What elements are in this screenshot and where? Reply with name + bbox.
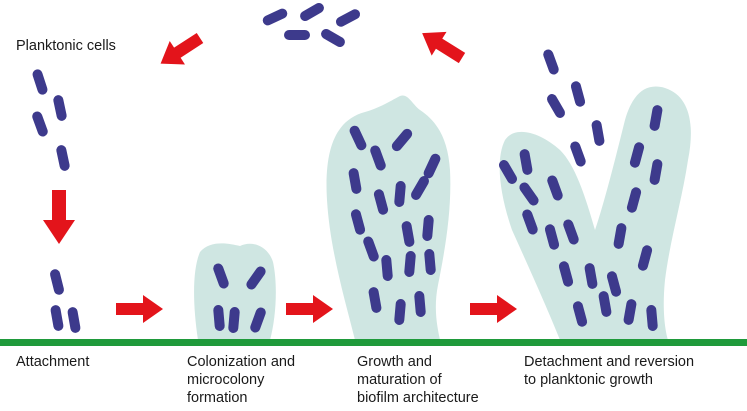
bacterium	[67, 307, 81, 333]
bacterium	[424, 249, 436, 275]
planktonic-cells	[32, 69, 70, 171]
arrow-right-icon	[470, 295, 517, 323]
bacterium	[32, 69, 48, 95]
bacterium	[50, 305, 64, 331]
arrow-down-icon	[43, 190, 75, 244]
bacterium	[414, 291, 426, 317]
bacterium	[350, 209, 366, 235]
bacterium	[373, 189, 389, 215]
bacterium	[423, 153, 441, 179]
bacterium	[629, 142, 645, 168]
planktonic-cells-label: Planktonic cells	[16, 38, 116, 54]
bacterium	[404, 251, 416, 277]
bacterium	[53, 95, 67, 121]
arrow-up-left-icon	[160, 32, 204, 65]
arrow-right-icon	[116, 295, 163, 323]
bacterium	[213, 263, 229, 289]
bacterium	[563, 219, 579, 245]
bacterium	[32, 111, 48, 137]
bacterium	[626, 187, 642, 213]
bacterium	[543, 49, 559, 75]
detached-cells-top	[262, 3, 361, 47]
bacterium	[646, 305, 658, 331]
maturation-label: Growth and maturation of biofilm archite…	[357, 354, 479, 406]
bacterium	[284, 30, 310, 40]
bacterium	[613, 223, 627, 249]
bacterium	[499, 160, 517, 184]
bacterium	[570, 141, 586, 167]
bacterium	[381, 255, 393, 281]
bacterium	[321, 29, 345, 47]
bacterium	[363, 236, 379, 262]
bacterium	[519, 149, 533, 175]
bacterium	[56, 145, 70, 171]
bacterium	[598, 291, 612, 317]
bacterium	[558, 261, 574, 287]
bacterium	[637, 245, 653, 271]
bacterium	[411, 176, 429, 200]
detachment-label: Detachment and reversion to planktonic g…	[524, 354, 695, 388]
bacterium	[50, 269, 64, 295]
bacterium	[368, 287, 382, 313]
bacterium	[335, 9, 361, 27]
microcolony-cells	[213, 263, 266, 333]
bacterium	[623, 299, 637, 325]
bacterium	[349, 125, 367, 151]
bacterium	[584, 263, 598, 289]
bacterium	[522, 209, 538, 235]
bacterium	[228, 307, 240, 333]
bacterium	[519, 182, 539, 206]
bacterium	[213, 305, 225, 331]
bacterium	[547, 175, 563, 201]
bacterium	[649, 105, 663, 131]
attached-cells	[50, 269, 81, 333]
arrow-up-left-icon	[422, 31, 466, 64]
bacterium	[246, 266, 266, 290]
bacterium	[401, 221, 415, 247]
bacterium	[422, 215, 434, 241]
mature-biofilm-cells	[348, 125, 441, 325]
attachment-label: Attachment	[16, 354, 90, 370]
bacterium	[544, 224, 560, 250]
bacterium	[570, 81, 586, 107]
colonization-label: Colonization and microcolony formation	[187, 354, 296, 406]
bacterium	[591, 120, 605, 146]
bacterium	[547, 94, 565, 118]
mature-biofilm-matrix	[326, 95, 451, 341]
bacterium	[394, 299, 406, 325]
bacterium	[348, 168, 362, 194]
arrow-right-icon	[286, 295, 333, 323]
substrate-surface	[0, 339, 747, 346]
bacterium	[394, 181, 406, 207]
bacterium	[649, 159, 663, 185]
bacterium	[250, 307, 266, 333]
bacterium	[572, 301, 588, 327]
bacterium	[606, 271, 622, 297]
bacterium	[300, 3, 324, 21]
bacterium	[391, 128, 413, 152]
bacterium	[262, 8, 288, 26]
detaching-biofilm-cells	[499, 49, 663, 331]
bacterium	[370, 145, 386, 171]
